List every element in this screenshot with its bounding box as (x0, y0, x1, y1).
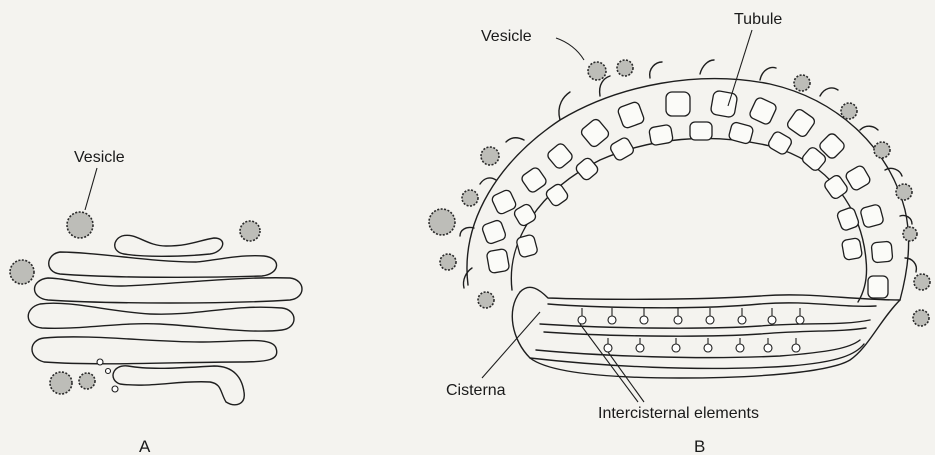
panel-b-vesicle (440, 254, 456, 270)
panel-a-letter: A (139, 437, 151, 455)
panel-b-vesicle (794, 75, 810, 91)
intercisternal-element (796, 308, 804, 324)
panel-b-tubule-cell (516, 234, 539, 258)
panel-b-intercisternal-label: Intercisternal elements (598, 405, 759, 422)
panel-b-cisterna-middle-inner (544, 328, 866, 336)
panel-b-vesicle (462, 190, 478, 206)
panel-b-tubule-stalk (480, 178, 496, 184)
panel-a-vesicle (240, 221, 260, 241)
panel-b-tubule-cell (786, 108, 817, 139)
intercisternal-element (764, 338, 772, 352)
panel-a-bud-1 (97, 359, 103, 365)
panel-b-vesicle (914, 274, 930, 290)
panel-a-bud-3 (112, 386, 118, 392)
panel-a-cisterna-1 (115, 235, 223, 256)
panel-b-cisterna-middle (540, 320, 870, 328)
panel-a-vesicle (50, 372, 72, 394)
panel-b-cisterna-top (520, 287, 900, 300)
panel-b-tubule-cell (868, 276, 888, 298)
panel-a-vesicle (67, 212, 93, 238)
intercisternal-element (604, 338, 612, 352)
intercisternal-element (792, 338, 800, 352)
panel-b-tubule-stalk (760, 68, 776, 81)
panel-b-cisterna-label: Cisterna (446, 382, 506, 399)
panel-b-letter: B (694, 437, 705, 455)
panel-b-cisterna-bottom (536, 340, 860, 358)
intercisternal-element (704, 338, 712, 352)
panel-b-tubule-stalk (700, 60, 714, 74)
panel-b-tubule-leader (728, 30, 752, 106)
panel-b-tubule-cell (836, 207, 860, 232)
panel-b-vesicle (896, 184, 912, 200)
panel-b-tubule-cell (574, 156, 599, 181)
intercisternal-element (768, 308, 776, 324)
panel-b-vesicle (903, 227, 917, 241)
panel-b-tubule-cell (609, 136, 635, 162)
panel-b-vesicle (429, 209, 455, 235)
panel-b-vesicle (874, 142, 890, 158)
panel-b-tubule-cell (544, 182, 569, 207)
panel-b-vesicle (481, 147, 499, 165)
panel-b-tubule-cell (841, 238, 862, 261)
panel-b-tubule-label: Tubule (734, 11, 782, 28)
panel-b-tubule-cell (844, 164, 871, 191)
panel-a-bud-2 (106, 369, 111, 374)
intercisternal-element (736, 338, 744, 352)
panel-b-tubule-stalk (885, 168, 902, 176)
panel-a-cisterna-3 (35, 278, 303, 303)
panel-b-tubule-cell (748, 96, 777, 125)
intercisternal-element (636, 338, 644, 352)
panel-b-tubule-stalk (820, 88, 838, 96)
intercisternal-element (608, 308, 616, 324)
panel-a-vesicle (79, 373, 95, 389)
panel-b-vesicle (478, 292, 494, 308)
panel-a-vesicle (10, 260, 34, 284)
panel-b-vesicle (841, 103, 857, 119)
panel-b-vesicle (617, 60, 633, 76)
intercisternal-element (578, 308, 586, 324)
panel-a-cisterna-6 (113, 366, 244, 405)
intercisternal-element (640, 308, 648, 324)
intercisternal-element (674, 308, 682, 324)
panel-b-tubule-cell (486, 248, 510, 273)
panel-b-cisterna-top-inner (548, 303, 876, 308)
intercisternal-element (706, 308, 714, 324)
panel-b-cisterna-stack (512, 287, 900, 378)
panel-b-cisterna-bottom-inner (530, 344, 864, 368)
panel-b-tubule-cell (710, 90, 738, 118)
panel-b-tubule-stalk (860, 126, 878, 130)
panel-b-tubule-stalk (650, 62, 662, 78)
panel-b-tubule-cell (513, 203, 538, 228)
panel-b-vesicle (913, 310, 929, 326)
panel-a-cisterna-5 (32, 337, 277, 364)
panel-a-vesicle-leader (85, 168, 97, 210)
panel-b-vesicle (588, 62, 606, 80)
panel-b-vesicle-label: Vesicle (481, 28, 532, 45)
panel-b-tubule-cell (871, 241, 893, 263)
intercisternal-element (672, 338, 680, 352)
panel-b-tubule-cell (520, 166, 548, 194)
intercisternal-element (738, 308, 746, 324)
panel-b-tubule-stalk (506, 138, 524, 142)
panel-b-tubule-cell (860, 204, 884, 228)
panel-b-tubule-cell (481, 219, 507, 245)
panel-b-cisterna-leader (482, 312, 540, 378)
panel-b-tubule-cell (690, 122, 712, 140)
panel-b-intercisternal-elements (578, 308, 804, 352)
panel-b-tubule-cell (546, 142, 574, 170)
panel-b-tubule-cell (666, 92, 690, 116)
panel-b-tubule-cell (580, 118, 611, 149)
panel-b-vesicle-leader (556, 38, 584, 60)
panel-b-tubule-cell (728, 121, 754, 144)
panel-b-tubule-cell (649, 124, 674, 146)
panel-b-tubule-cells (481, 90, 893, 298)
panel-b-tubule-cell (491, 189, 518, 216)
panel-a-vesicle-label: Vesicle (74, 149, 125, 166)
panel-a-cisterna-4 (28, 303, 294, 331)
panel-b-tubule-stalk (600, 76, 610, 96)
panel-b-tubule-cell (617, 101, 645, 129)
